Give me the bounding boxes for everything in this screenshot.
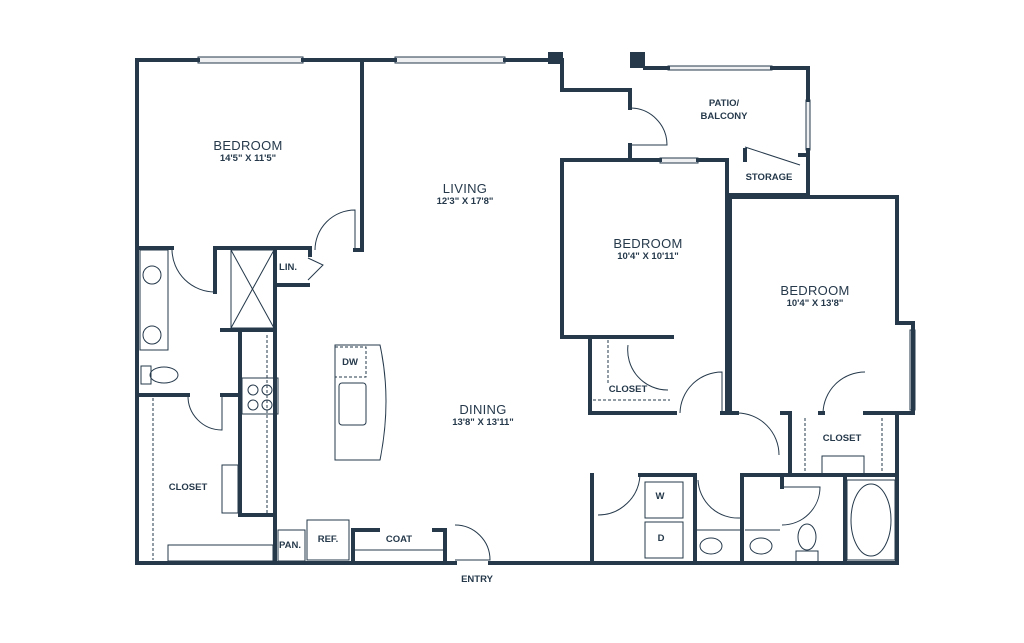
room-name-bedroom-3: BEDROOM [780,283,850,298]
washer-icon [644,481,684,519]
closet-label-bedroom-2: CLOSET [608,384,648,395]
room-name-storage: STORAGE [745,172,793,183]
sink-icon [749,537,773,555]
refrigerator-label: REF. [317,534,339,545]
room-dims-bedroom-2: 10'4" X 10'11" [617,251,679,262]
room-dims-dining: 13'8" X 13'11" [452,417,514,428]
room-dims-bedroom-1: 14'5" X 11'5" [219,153,277,164]
toilet-icon [140,365,152,385]
room-name-patio: PATIO/ [708,98,740,109]
dishwasher-label: DW [342,357,358,368]
doors [171,107,866,561]
sink-icon [142,265,162,285]
dryer-icon [644,521,684,559]
window [659,157,699,164]
toilet-icon [797,523,817,551]
linen-label: LIN. [279,262,297,273]
entry-label: ENTRY [461,574,493,585]
room-name-balcony: BALCONY [700,111,748,122]
fixtures [139,249,896,563]
sink-icon [142,325,162,345]
walls [135,52,915,565]
closet-label-master: CLOSET [168,482,208,493]
shower-icon [230,249,275,329]
kitchen-sink-icon [338,382,367,426]
window [667,65,773,71]
washer-label: W [655,491,665,502]
dryer-label: D [657,533,665,544]
window [805,99,811,151]
room-name-living: LIVING [442,181,488,196]
window [197,56,304,64]
window [394,56,506,64]
pantry-label: PAN. [279,540,301,551]
kitchen-island [334,344,387,461]
room-name-bedroom-2: BEDROOM [613,236,683,251]
room-name-bedroom-1: BEDROOM [213,138,283,153]
closet-label-bedroom-3: CLOSET [822,433,862,444]
bathtub-icon [846,479,896,561]
room-name-dining: DINING [459,402,507,417]
coat-closet-label: COAT [385,534,413,545]
room-dims-living: 12'3" X 17'8" [436,196,494,207]
sink-icon [699,537,723,555]
stove-icon [241,377,279,415]
room-dims-bedroom-3: 10'4" X 13'8" [786,298,844,309]
